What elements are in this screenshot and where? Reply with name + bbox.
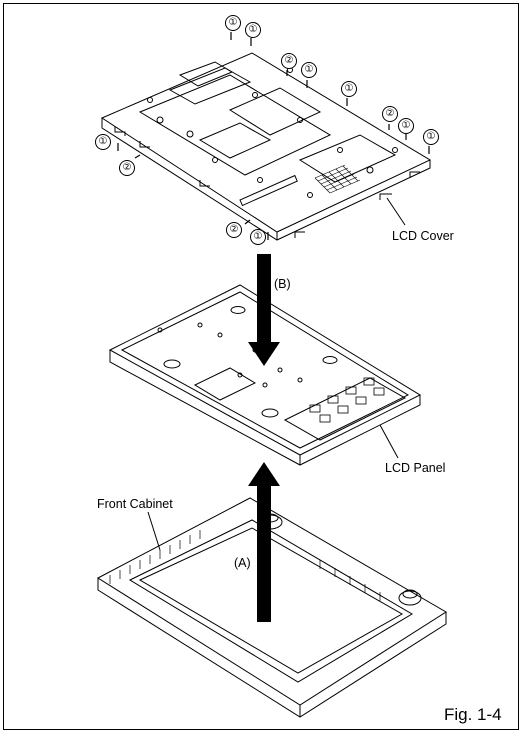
callout-6: ②	[382, 106, 398, 122]
front-cabinet-leader	[147, 511, 161, 551]
callout-11: ②	[226, 222, 242, 238]
callout-4: ①	[301, 62, 317, 78]
callout-10: ②	[119, 160, 135, 176]
arrow-b-label: (B)	[274, 277, 291, 291]
callout-8: ①	[423, 129, 439, 145]
figure-frame	[3, 3, 519, 730]
lcd-panel-leader	[379, 424, 399, 459]
cover-screws	[117, 32, 430, 240]
lcd-panel-label: LCD Panel	[385, 461, 446, 475]
arrow-a-label: (A)	[234, 556, 251, 570]
callout-12: ①	[250, 229, 266, 245]
lcd-cover-label: LCD Cover	[392, 229, 454, 243]
arrow-a	[248, 462, 280, 622]
callout-3: ②	[281, 53, 297, 69]
lcd-cover-part	[100, 52, 432, 241]
lcd-cover-leader	[386, 197, 406, 226]
figure-caption: Fig. 1-4	[444, 705, 502, 724]
arrow-b	[248, 254, 280, 366]
callout-9: ①	[95, 134, 111, 150]
callout-1: ①	[225, 15, 241, 31]
front-cabinet-part	[96, 497, 447, 718]
callout-2: ①	[245, 22, 261, 38]
front-cabinet-label: Front Cabinet	[97, 497, 173, 511]
callout-7: ①	[398, 118, 414, 134]
lcd-panel-part	[108, 284, 422, 466]
callout-5: ①	[341, 81, 357, 97]
